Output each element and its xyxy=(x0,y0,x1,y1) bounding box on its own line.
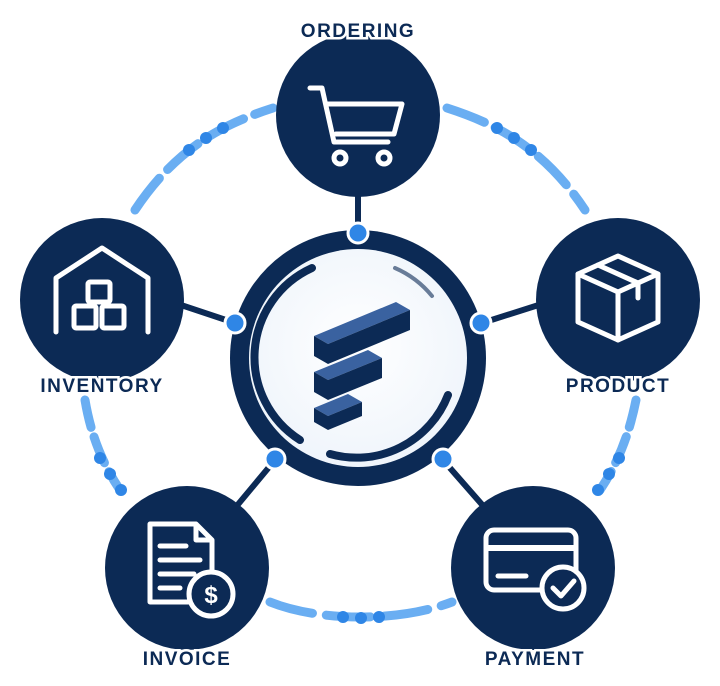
warehouse-boxes-icon xyxy=(53,245,151,335)
shopping-cart-icon xyxy=(307,85,405,167)
node-label-product: PRODUCT xyxy=(566,376,670,397)
svg-text:$: $ xyxy=(204,582,218,609)
node-label-invoice: INVOICE xyxy=(143,649,232,670)
node-ordering[interactable]: ORDERING xyxy=(276,19,440,197)
node-invoice[interactable]: $ INVOICE xyxy=(105,486,269,673)
hub-connectors xyxy=(223,221,493,471)
invoice-dollar-icon: $ xyxy=(147,521,236,619)
package-box-icon xyxy=(575,253,661,343)
stacked-f-logo-icon xyxy=(314,302,410,430)
node-product[interactable]: PRODUCT xyxy=(536,218,700,400)
outer-ring xyxy=(80,103,641,624)
node-inventory[interactable]: INVENTORY xyxy=(20,218,184,400)
node-payment[interactable]: PAYMENT xyxy=(451,486,615,673)
node-label-inventory: INVENTORY xyxy=(40,376,163,397)
center-hub xyxy=(230,230,486,486)
credit-card-check-icon xyxy=(483,527,587,612)
node-label-payment: PAYMENT xyxy=(485,649,585,670)
node-label-ordering: ORDERING xyxy=(301,21,415,42)
